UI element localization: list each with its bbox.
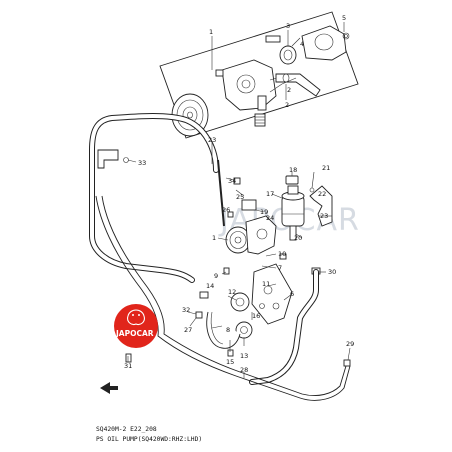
return-pipe-right: [249, 269, 319, 385]
idler-pulley-12: [230, 292, 250, 312]
callout-33: 33: [138, 159, 146, 167]
callout-4: 4: [300, 40, 304, 48]
pump-cover-parts-upper: [265, 25, 350, 65]
caption-line-1: SQ420M-2 E22_208: [96, 426, 157, 433]
callout-13: 13: [240, 352, 248, 360]
japocar-logo: JAPOCAR: [114, 304, 158, 348]
callout-28: 28: [240, 366, 248, 374]
caption-line-2: PS OIL PUMP(SQ420WD:RHZ:LHD): [96, 436, 202, 443]
callout-9: 9: [214, 272, 218, 280]
callout-10: 10: [278, 250, 286, 258]
pump-body-upper: [215, 59, 287, 127]
callout-2: 2: [287, 86, 291, 94]
callout-23b: 23: [320, 212, 328, 220]
vertical-rod: [217, 159, 225, 227]
hose-bracket: [97, 149, 137, 169]
callout-29: 29: [346, 340, 354, 348]
logo-text: JAPOCAR: [115, 329, 154, 338]
callout-27: 27: [184, 326, 192, 334]
callout-25: 25: [236, 193, 244, 201]
callout-labels: 1 3 5 4 2 2 23 33 34 18 21 17 22 25 26 1…: [124, 14, 354, 374]
cooler-pipe-lower: [95, 195, 351, 401]
callout-2b: 2: [285, 101, 289, 109]
callout-1-top: 1: [209, 28, 213, 36]
callout-24: 24: [266, 214, 274, 222]
callout-7: 7: [278, 264, 282, 272]
callout-6: 6: [290, 290, 294, 298]
callout-18: 18: [289, 166, 297, 174]
callout-21: 21: [322, 164, 330, 172]
callout-3: 3: [286, 22, 290, 30]
drive-belt: [206, 311, 241, 349]
callout-5: 5: [342, 14, 346, 22]
pump-assembly-lower: [225, 199, 277, 255]
pressure-hose-left: [89, 113, 219, 283]
front-arrow-icon: [100, 382, 118, 394]
callout-11: 11: [262, 280, 270, 288]
callout-31: 31: [124, 362, 132, 370]
logo-badge-circle: [114, 304, 158, 348]
callout-16: 16: [252, 312, 260, 320]
callout-1-lower: 1: [212, 234, 216, 242]
callout-12: 12: [228, 288, 236, 296]
leader-lines-lower: [127, 142, 351, 378]
fluid-reservoir: [281, 185, 305, 241]
callout-15: 15: [226, 358, 234, 366]
callout-20: 20: [294, 234, 302, 242]
callout-30: 30: [328, 268, 336, 276]
callout-8: 8: [226, 326, 230, 334]
leader-lines-upper: [211, 22, 345, 100]
callout-17: 17: [266, 190, 274, 198]
outlet-fitting-upper: [275, 73, 321, 97]
callout-23: 23: [208, 136, 216, 144]
callout-32: 32: [182, 306, 190, 314]
callout-26: 26: [222, 206, 230, 214]
reservoir-cap: [285, 175, 299, 185]
callout-34: 34: [228, 177, 236, 185]
callout-19: 19: [260, 208, 268, 216]
callout-14: 14: [206, 282, 214, 290]
callout-22: 22: [318, 190, 326, 198]
